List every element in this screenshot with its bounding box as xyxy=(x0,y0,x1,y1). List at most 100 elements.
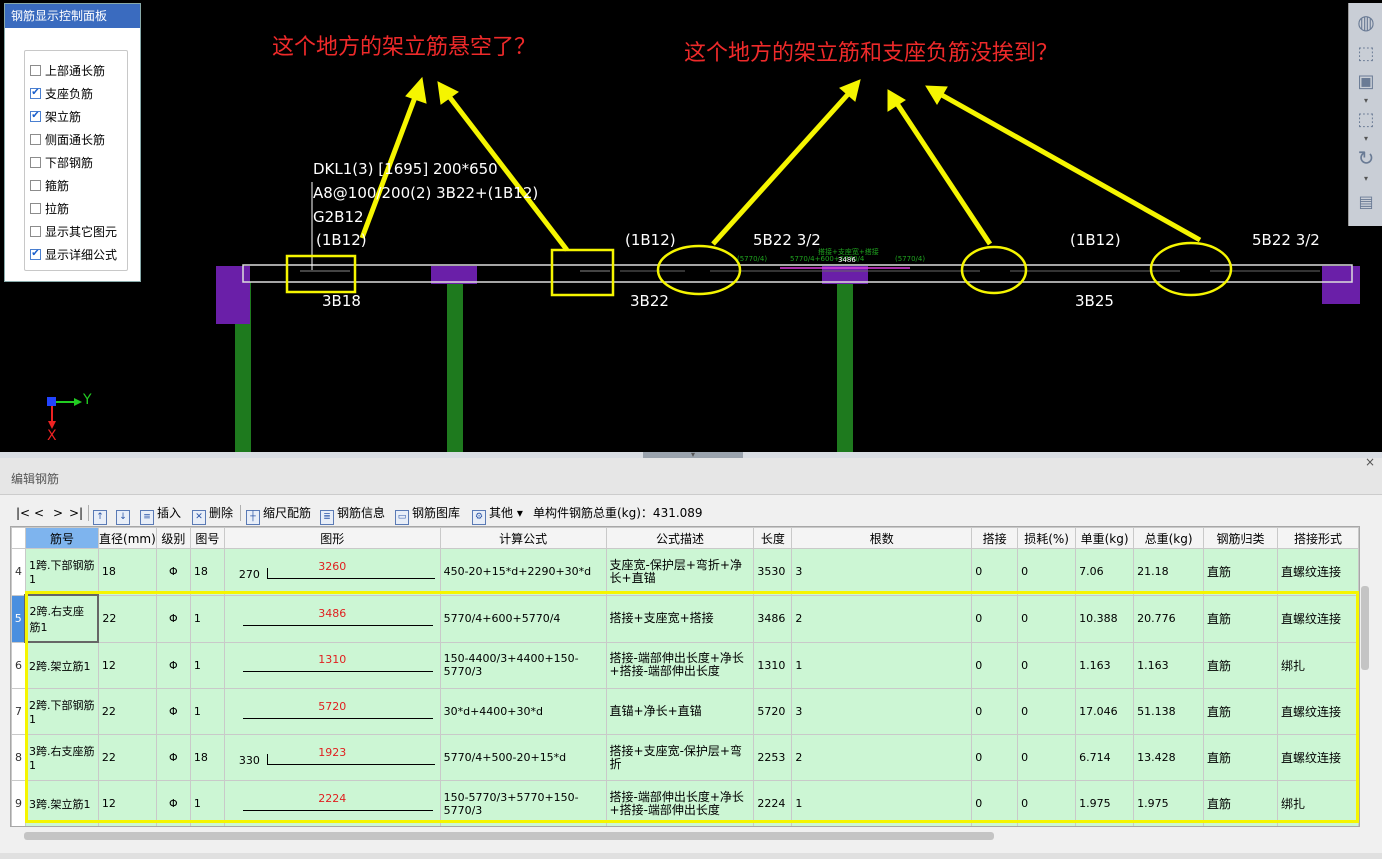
chevron-down-icon[interactable]: ▾ xyxy=(1363,96,1368,105)
cell-length[interactable]: 2253 xyxy=(753,734,793,781)
row-index[interactable]: 5 xyxy=(11,594,26,643)
cell-figure-no[interactable]: 1 xyxy=(189,688,225,735)
cell-length[interactable]: 3486 xyxy=(753,594,793,643)
close-icon[interactable]: × xyxy=(1365,455,1376,469)
column-header[interactable]: 公式描述 xyxy=(605,527,755,549)
toggle-other-elements[interactable]: 显示其它图元 xyxy=(30,222,117,240)
cell-unit-weight[interactable]: 7.06 xyxy=(1075,548,1135,596)
last-record-button[interactable]: >| xyxy=(69,506,84,520)
cell-category[interactable]: 直筋 xyxy=(1203,780,1278,826)
toggle-erection-rebar[interactable]: ✔架立筋 xyxy=(30,109,82,124)
cell-formula[interactable]: 150-5770/3+5770+150-5770/3 xyxy=(439,780,607,826)
cell-formula-desc[interactable]: 搭接+支座宽+搭接 xyxy=(605,594,755,643)
column-header[interactable]: 搭接 xyxy=(971,527,1019,549)
cell-unit-weight[interactable]: 1.975 xyxy=(1075,780,1135,826)
cell-unit-weight[interactable]: 10.388 xyxy=(1075,594,1135,643)
scale-rebar-button[interactable]: ┼缩尺配筋 xyxy=(246,504,311,525)
column-header[interactable]: 图形 xyxy=(223,527,441,549)
cell-rebar-name[interactable]: 2跨.架立筋1 xyxy=(24,641,99,689)
cell-loss[interactable]: 0 xyxy=(1017,734,1077,781)
row-index[interactable]: 9 xyxy=(11,780,26,826)
cell-figure-no[interactable]: 18 xyxy=(189,734,225,781)
cell-shape[interactable]: 1310 xyxy=(223,641,441,689)
column-header[interactable]: 根数 xyxy=(791,527,973,549)
cell-loss[interactable]: 0 xyxy=(1017,641,1077,689)
cell-total-weight[interactable]: 20.776 xyxy=(1133,594,1205,643)
cell-count[interactable]: 3 xyxy=(791,548,973,596)
cell-diameter[interactable]: 18 xyxy=(97,548,157,596)
cell-lap-type[interactable]: 绑扎 xyxy=(1276,641,1359,689)
cell-formula[interactable]: 30*d+4400+30*d xyxy=(439,688,607,735)
cell-shape[interactable]: 3486 xyxy=(223,594,441,643)
cell-total-weight[interactable]: 21.18 xyxy=(1133,548,1205,596)
box-view-icon[interactable]: ⬚ xyxy=(1357,109,1375,130)
cell-total-weight[interactable]: 13.428 xyxy=(1133,734,1205,781)
other-menu-button[interactable]: ⚙其他 ▾ xyxy=(472,504,523,525)
column-header[interactable]: 损耗(%) xyxy=(1017,527,1077,549)
cell-length[interactable]: 1310 xyxy=(753,641,793,689)
cell-count[interactable]: 2 xyxy=(791,734,973,781)
cell-figure-no[interactable]: 18 xyxy=(189,548,225,596)
cell-lap[interactable]: 0 xyxy=(971,641,1019,689)
cell-formula[interactable]: 5770/4+600+5770/4 xyxy=(439,594,607,643)
cell-rebar-name[interactable]: 1跨.下部钢筋1 xyxy=(24,548,99,596)
cell-lap-type[interactable]: 直螺纹连接 xyxy=(1276,734,1359,781)
chevron-down-icon[interactable]: ▾ xyxy=(1363,134,1368,143)
cell-diameter[interactable]: 12 xyxy=(97,780,157,826)
cell-grade[interactable]: Φ xyxy=(155,688,191,735)
cell-total-weight[interactable]: 1.163 xyxy=(1133,641,1205,689)
cell-loss[interactable]: 0 xyxy=(1017,594,1077,643)
cell-category[interactable]: 直筋 xyxy=(1203,641,1278,689)
checkbox-checked-icon[interactable]: ✔ xyxy=(30,248,41,260)
cell-count[interactable]: 3 xyxy=(791,688,973,735)
horizontal-scrollbar[interactable] xyxy=(24,832,994,840)
cell-diameter[interactable]: 22 xyxy=(97,594,157,643)
cell-category[interactable]: 直筋 xyxy=(1203,594,1278,643)
cell-formula[interactable]: 450-20+15*d+2290+30*d xyxy=(439,548,607,596)
checkbox-checked-icon[interactable]: ✔ xyxy=(30,87,41,99)
cell-shape[interactable]: 5720 xyxy=(223,688,441,735)
cell-diameter[interactable]: 22 xyxy=(97,734,157,781)
cell-category[interactable]: 直筋 xyxy=(1203,548,1278,596)
3d-viewport[interactable]: 这个地方的架立筋悬空了？ 这个地方的架立筋和支座负筋没挨到？ DKL1(3) [… xyxy=(0,0,1382,452)
row-index[interactable]: 7 xyxy=(11,688,26,735)
checkbox-icon[interactable] xyxy=(30,64,41,76)
cell-formula-desc[interactable]: 支座宽-保护层+弯折+净长+直锚 xyxy=(605,548,755,596)
cell-grade[interactable]: Φ xyxy=(155,594,191,643)
column-header[interactable]: 直径(mm) xyxy=(97,527,157,549)
cell-rebar-name[interactable]: 2跨.右支座筋1 xyxy=(24,594,100,643)
cell-lap-type[interactable]: 绑扎 xyxy=(1276,780,1359,826)
cell-unit-weight[interactable]: 1.163 xyxy=(1075,641,1135,689)
vertical-scrollbar[interactable] xyxy=(1360,586,1370,826)
delete-button[interactable]: ✕删除 xyxy=(192,504,233,525)
toggle-detailed-formula[interactable]: ✔显示详细公式 xyxy=(30,247,118,262)
cell-loss[interactable]: 0 xyxy=(1017,780,1077,826)
cell-total-weight[interactable]: 1.975 xyxy=(1133,780,1205,826)
cell-diameter[interactable]: 22 xyxy=(97,688,157,735)
rebar-info-button[interactable]: ≣钢筋信息 xyxy=(320,504,385,525)
cell-grade[interactable]: Φ xyxy=(155,641,191,689)
cell-category[interactable]: 直筋 xyxy=(1203,688,1278,735)
cell-grade[interactable]: Φ xyxy=(155,734,191,781)
toggle-side-continuous-rebar[interactable]: 侧面通长筋 xyxy=(30,130,105,148)
cell-lap[interactable]: 0 xyxy=(971,594,1019,643)
cell-figure-no[interactable]: 1 xyxy=(189,641,225,689)
column-header[interactable]: 图号 xyxy=(189,527,225,549)
panel-splitter[interactable]: ▾ xyxy=(0,451,1382,459)
cell-diameter[interactable]: 12 xyxy=(97,641,157,689)
column-header[interactable]: 单重(kg) xyxy=(1075,527,1135,549)
cell-grade[interactable]: Φ xyxy=(155,780,191,826)
cell-figure-no[interactable]: 1 xyxy=(189,780,225,826)
cell-formula-desc[interactable]: 直锚+净长+直锚 xyxy=(605,688,755,735)
layout-icon[interactable]: ▤ xyxy=(1358,192,1374,211)
column-header[interactable]: 级别 xyxy=(155,527,191,549)
row-index[interactable]: 8 xyxy=(11,734,26,781)
cell-grade[interactable]: Φ xyxy=(155,548,191,596)
row-index[interactable]: 4 xyxy=(11,548,26,596)
cell-lap[interactable]: 0 xyxy=(971,688,1019,735)
rebar-library-button[interactable]: ▭钢筋图库 xyxy=(395,504,460,525)
cell-count[interactable]: 2 xyxy=(791,594,973,643)
cell-rebar-name[interactable]: 3跨.右支座筋1 xyxy=(24,734,99,781)
